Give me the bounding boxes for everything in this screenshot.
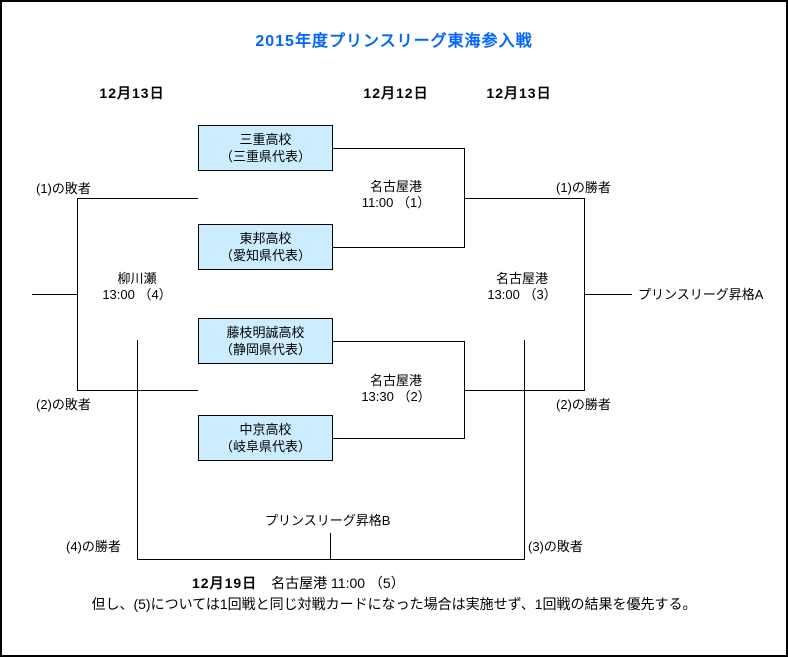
label-loser3: (3)の敗者 — [528, 539, 583, 554]
team-box-toho: 東邦高校 （愛知県代表） — [198, 224, 333, 270]
match1-time: 11:00 （1） — [361, 195, 431, 210]
match4-time: 13:00 （4） — [102, 287, 172, 302]
match2-label: 名古屋港 13:30 （2） — [321, 373, 471, 405]
bracket-line-promotion-a — [584, 294, 632, 295]
match1-label: 名古屋港 11:00 （1） — [321, 179, 471, 211]
match4-label: 柳川瀬 13:00 （4） — [62, 271, 212, 303]
match3-time: 13:00 （3） — [487, 287, 557, 302]
label-promotion-a: プリンスリーグ昇格A — [638, 287, 764, 302]
match5-label: 12月19日 名古屋港 11:00 （5） — [192, 574, 405, 592]
team-name: 藤枝明誠高校 — [226, 325, 305, 340]
label-promotion-b: プリンスリーグ昇格B — [265, 513, 391, 528]
note-text: 但し、(5)については1回戦と同じ対戦カードになった場合は実施せず、1回戦の結果… — [91, 596, 697, 612]
match4-venue: 柳川瀬 — [117, 271, 157, 286]
team-prefecture: （岐阜県代表） — [219, 439, 311, 454]
match5-date: 12月19日 — [192, 575, 258, 591]
label-loser1: (1)の敗者 — [36, 181, 91, 196]
label-winner2: (2)の勝者 — [556, 397, 611, 412]
date-header-consolation: 12月13日 — [99, 85, 165, 101]
date-header-first-round: 12月12日 — [363, 85, 429, 101]
team-name: 東邦高校 — [239, 231, 292, 246]
match5-venue-time: 名古屋港 11:00 （5） — [257, 575, 405, 591]
bracket-line-loser1-in — [77, 198, 198, 199]
bracket-line-team3-out — [333, 341, 464, 342]
bracket-line-match1-winner — [464, 198, 584, 199]
bracket-line-winner4-down — [137, 340, 138, 560]
bracket-line-promotion-b-tick — [330, 533, 331, 559]
bracket-line-match4-winner — [32, 294, 77, 295]
bracket-line-team2-out — [333, 247, 464, 248]
match3-venue: 名古屋港 — [495, 271, 548, 286]
bracket-line-loser3-down — [524, 340, 525, 560]
label-winner4: (4)の勝者 — [66, 539, 121, 554]
label-winner1: (1)の勝者 — [556, 180, 611, 195]
label-loser2: (2)の敗者 — [36, 397, 91, 412]
bracket-line-match4-join — [77, 198, 78, 391]
team-name: 中京高校 — [239, 422, 292, 437]
match2-time: 13:30 （2） — [361, 389, 431, 404]
team-prefecture: （三重県代表） — [219, 149, 311, 164]
page-title: 2015年度プリンスリーグ東海参入戦 — [255, 33, 533, 50]
bracket-line-match5-bottom — [137, 559, 525, 560]
team-name: 三重高校 — [239, 132, 292, 147]
team-box-chukyo: 中京高校 （岐阜県代表） — [198, 415, 333, 461]
team-box-mie: 三重高校 （三重県代表） — [198, 125, 333, 171]
team-prefecture: （静岡県代表） — [219, 342, 311, 357]
team-prefecture: （愛知県代表） — [219, 248, 311, 263]
date-header-final: 12月13日 — [486, 85, 552, 101]
team-box-fujieda-meisei: 藤枝明誠高校 （静岡県代表） — [198, 318, 333, 364]
bracket-line-team4-out — [333, 438, 464, 439]
match2-venue: 名古屋港 — [369, 373, 422, 388]
match3-label: 名古屋港 13:00 （3） — [447, 271, 597, 303]
match1-venue: 名古屋港 — [369, 179, 422, 194]
bracket-line-team1-out — [333, 148, 464, 149]
